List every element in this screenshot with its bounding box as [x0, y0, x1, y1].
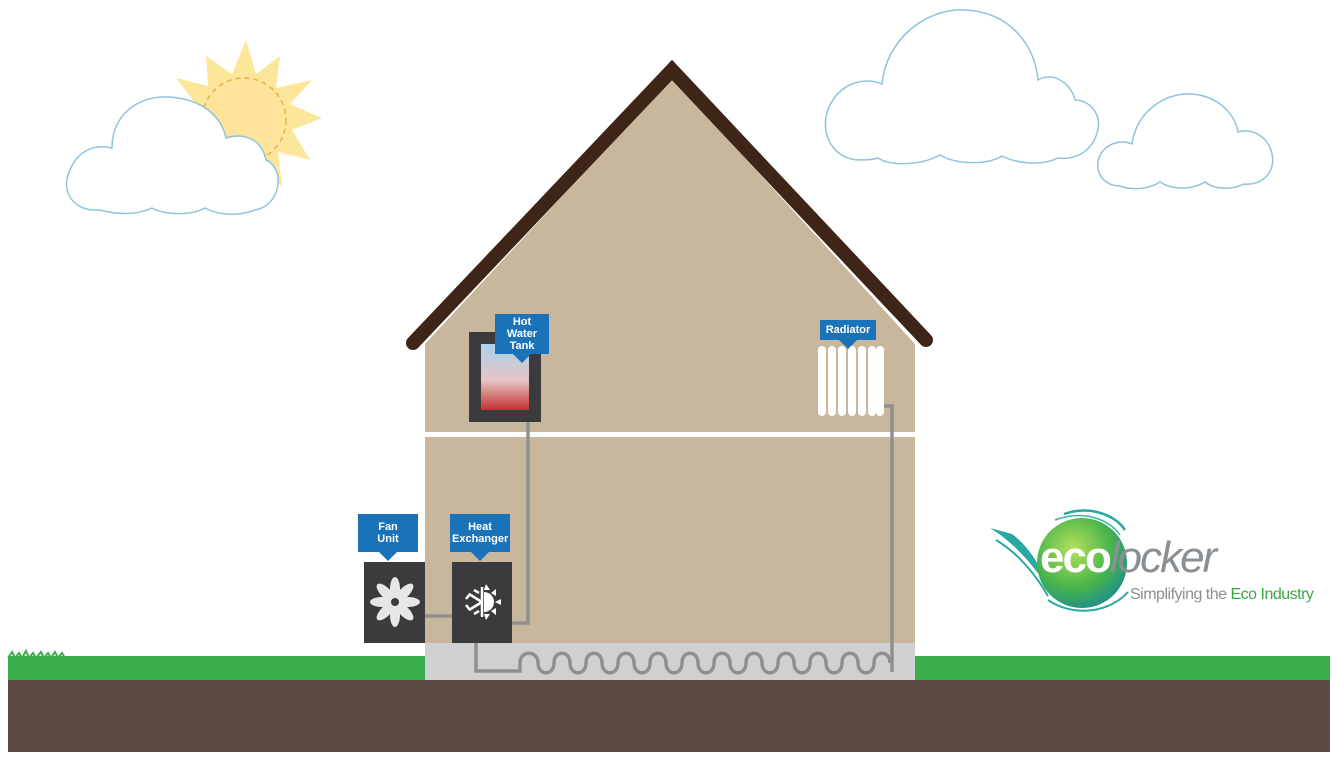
- snowflake-sun-icon: [465, 584, 501, 620]
- house-wall: [425, 78, 915, 680]
- callout-fan-unit: Fan Unit: [358, 514, 418, 561]
- label-heat-exchanger: Heat Exchanger: [452, 521, 509, 545]
- brand-name-locker: locker: [1109, 533, 1217, 582]
- brand-tagline: Simplifying the Eco Industry: [1130, 586, 1314, 604]
- roof: [406, 59, 933, 350]
- fan-unit: [364, 562, 425, 643]
- ecolocker-logo-mark: [990, 509, 1129, 612]
- callout-heat-exchanger: Heat Exchanger: [450, 514, 510, 561]
- label-fan-unit: Fan Unit: [377, 521, 399, 545]
- label-radiator: Radiator: [825, 324, 871, 336]
- cloud-left: [65, 96, 279, 215]
- callout-hot-water-tank: Hot Water Tank: [495, 314, 549, 363]
- tagline-part2: Eco Industry: [1230, 586, 1314, 603]
- floor-divider: [425, 432, 915, 437]
- tagline-part1: Simplifying the: [1130, 586, 1231, 603]
- brand-name-eco: eco: [1040, 533, 1112, 582]
- pipes: [425, 404, 894, 673]
- callout-radiator: Radiator: [820, 320, 876, 349]
- fan-icon: [370, 577, 420, 627]
- brand-wordmark: ecolocker: [1040, 533, 1217, 583]
- cloud-right-small: [1097, 93, 1274, 190]
- cloud-right-large: [824, 9, 1100, 165]
- soil: [8, 678, 1330, 752]
- radiator: [818, 346, 884, 416]
- heat-exchanger-unit: [452, 562, 512, 643]
- label-hot-water-tank: Hot Water Tank: [506, 316, 538, 352]
- underfloor-coil: [518, 651, 892, 675]
